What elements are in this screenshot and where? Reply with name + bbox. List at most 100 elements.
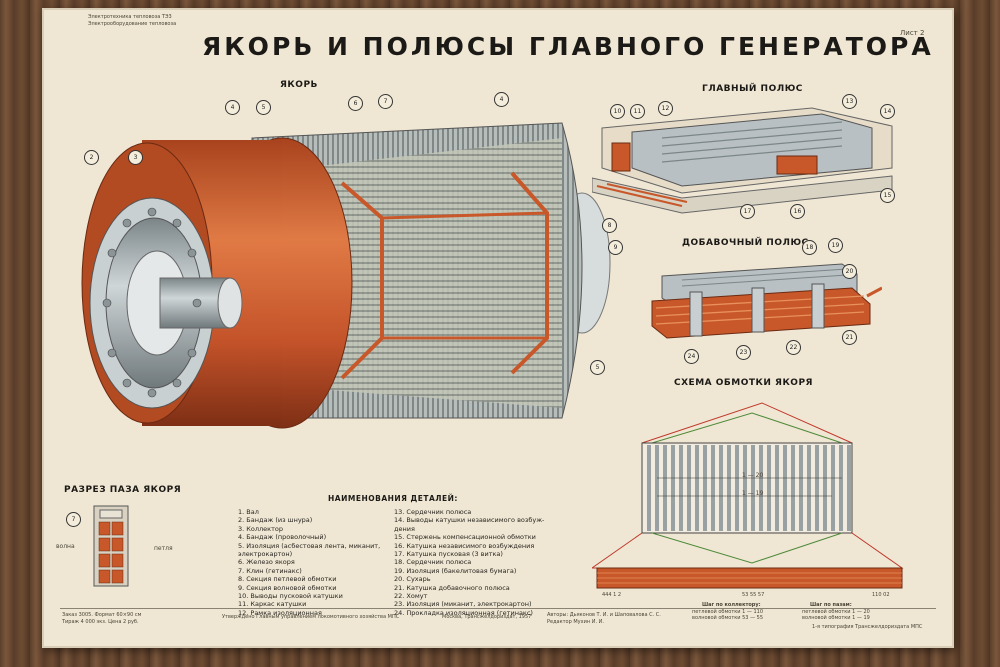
parts-title: НАИМЕНОВАНИЯ ДЕТАЛЕЙ: bbox=[328, 494, 458, 503]
callout-armature-3: 3 bbox=[128, 150, 143, 165]
scheme-bottom-mid: 53 55 57 bbox=[742, 592, 765, 598]
footer-editor: Редактор Мухин И. И. bbox=[547, 619, 604, 625]
callout-aux-21: 21 bbox=[842, 330, 857, 345]
part-item: 14. Выводы катушки независимого возбуж- bbox=[394, 516, 545, 525]
winding-bar bbox=[775, 445, 779, 531]
winding-bar bbox=[719, 445, 723, 531]
part-item: 24. Прокладка изоляционная (гетинакс) bbox=[394, 608, 533, 617]
callout-slot-7: 7 bbox=[66, 512, 81, 527]
footer-authors: Авторы: Дьяконов Т. И. и Шаповалова С. С… bbox=[547, 612, 661, 618]
pitch-collector-title: Шаг по коллектору: bbox=[702, 602, 761, 608]
winding-bar bbox=[847, 445, 851, 531]
callout-main-16: 16 bbox=[790, 204, 805, 219]
pitch-slots-1: петлевой обмотки 1 — 20 bbox=[802, 609, 870, 615]
part-item: 8. Секция петлевой обмотки bbox=[238, 575, 337, 584]
part-item: 17. Катушка пусковая (3 витка) bbox=[394, 550, 503, 559]
callout-aux-18: 18 bbox=[802, 240, 817, 255]
footer-publisher: Москва, Трансжелдориздат, 1957 bbox=[442, 614, 532, 620]
winding-bar bbox=[695, 445, 699, 531]
footer-left-1: Заказ 3005. Формат 60×90 см bbox=[62, 612, 142, 618]
section-slot: РАЗРЕЗ ПАЗА ЯКОРЯ bbox=[64, 485, 182, 495]
callout-main-10: 10 bbox=[610, 104, 625, 119]
callout-aux-22: 22 bbox=[786, 340, 801, 355]
winding-bar bbox=[703, 445, 707, 531]
part-item: 9. Секция волновой обмотки bbox=[238, 583, 337, 592]
part-item: 4. Бандаж (проволочный) bbox=[238, 533, 327, 542]
parts-list-left: 1. Вал 2. Бандаж (из шнура) 3. Коллектор… bbox=[238, 508, 380, 617]
footer-approval: Утверждено Главным управлением локомотив… bbox=[222, 614, 400, 620]
poster-sheet: Электротехника тепловоза ТЭ3 Электрообор… bbox=[42, 8, 954, 648]
section-aux-pole: ДОБАВОЧНЫЙ ПОЛЮС bbox=[682, 238, 809, 248]
slot-label-loop: петля bbox=[154, 545, 173, 552]
sheet-number: Лист 2 bbox=[900, 29, 925, 37]
part-item: 6. Железо якоря bbox=[238, 558, 295, 567]
winding-bar bbox=[799, 445, 803, 531]
part-item: 5. Изоляция (асбестовая лента, миканит, bbox=[238, 541, 381, 550]
winding-bar bbox=[823, 445, 827, 531]
part-item: 22. Хомут bbox=[394, 592, 428, 601]
footer-rule bbox=[60, 608, 936, 609]
winding-bar bbox=[679, 445, 683, 531]
callout-armature-6: 6 bbox=[348, 96, 363, 111]
callout-main-17: 17 bbox=[740, 204, 755, 219]
part-item: электрокартон) bbox=[238, 550, 293, 559]
scheme-bottom-right: 110 02 bbox=[872, 592, 890, 598]
callout-main-14: 14 bbox=[880, 104, 895, 119]
part-item: 21. Катушка добавочного полюса bbox=[394, 583, 510, 592]
winding-bar bbox=[807, 445, 811, 531]
winding-bar bbox=[783, 445, 787, 531]
org-line-1: Электротехника тепловоза ТЭ3 bbox=[88, 14, 172, 20]
part-item: 16. Катушка независимого возбуждения bbox=[394, 541, 535, 550]
winding-bar bbox=[831, 445, 835, 531]
callout-aux-23: 23 bbox=[736, 345, 751, 360]
part-item: 23. Изоляция (миканит, электрокартон) bbox=[394, 600, 532, 609]
callout-armature-4b: 4 bbox=[494, 92, 509, 107]
callout-main-15: 15 bbox=[880, 188, 895, 203]
pitch-slots-title: Шаг по пазам: bbox=[810, 602, 852, 608]
scheme-bottom-left: 444 1 2 bbox=[602, 592, 622, 598]
scheme-dim-2: 1 — 19 bbox=[742, 490, 764, 497]
winding-bar bbox=[671, 445, 675, 531]
callout-aux-20: 20 bbox=[842, 264, 857, 279]
winding-bar bbox=[727, 445, 731, 531]
main-pole-illustration bbox=[592, 107, 893, 214]
pitch-collector-1: петлевой обмотки 1 — 110 bbox=[692, 609, 764, 615]
pitch-collector-2: волновой обмотки 53 — 55 bbox=[692, 615, 764, 621]
slot-section-diagram bbox=[93, 505, 129, 587]
winding-bar bbox=[791, 445, 795, 531]
part-item: 10. Выводы пусковой катушки bbox=[238, 592, 343, 601]
winding-bar bbox=[767, 445, 771, 531]
winding-bar bbox=[711, 445, 715, 531]
callout-aux-24: 24 bbox=[684, 349, 699, 364]
callout-main-12: 12 bbox=[658, 101, 673, 116]
part-item: 20. Сухарь bbox=[394, 575, 431, 584]
winding-bar bbox=[687, 445, 691, 531]
winding-scheme-diagram bbox=[592, 402, 904, 589]
winding-bar bbox=[735, 445, 739, 531]
section-main-pole: ГЛАВНЫЙ ПОЛЮС bbox=[702, 84, 803, 94]
org-line-2: Электрооборудование тепловоза bbox=[88, 21, 177, 27]
part-item: 3. Коллектор bbox=[238, 524, 283, 533]
footer-left-2: Тираж 4 000 экз. Цена 2 руб. bbox=[62, 619, 139, 625]
callout-armature-5b: 5 bbox=[590, 360, 605, 375]
aux-pole-illustration bbox=[651, 263, 882, 339]
part-item: 7. Клин (гетинакс) bbox=[238, 566, 302, 575]
scheme-dim-1: 1 — 20 bbox=[742, 472, 764, 479]
slot-label-wave: волна bbox=[56, 543, 75, 550]
winding-bar bbox=[663, 445, 667, 531]
section-winding-scheme: СХЕМА ОБМОТКИ ЯКОРЯ bbox=[674, 378, 813, 388]
callout-main-11: 11 bbox=[630, 104, 645, 119]
winding-bar bbox=[839, 445, 843, 531]
winding-bar bbox=[655, 445, 659, 531]
winding-bar bbox=[647, 445, 651, 531]
winding-bar bbox=[759, 445, 763, 531]
part-item: 15. Стержень компенсационной обмотки bbox=[394, 533, 536, 542]
part-item: 13. Сердечник полюса bbox=[394, 508, 472, 516]
callout-armature-4: 4 bbox=[225, 100, 240, 115]
callout-armature-7: 7 bbox=[378, 94, 393, 109]
part-item: 11. Каркас катушки bbox=[238, 600, 307, 609]
parts-list-right: 13. Сердечник полюса 14. Выводы катушки … bbox=[394, 508, 544, 617]
callout-armature-8: 8 bbox=[602, 218, 617, 233]
winding-bar bbox=[815, 445, 819, 531]
part-item: 12. Рамка изоляционная bbox=[238, 608, 322, 617]
